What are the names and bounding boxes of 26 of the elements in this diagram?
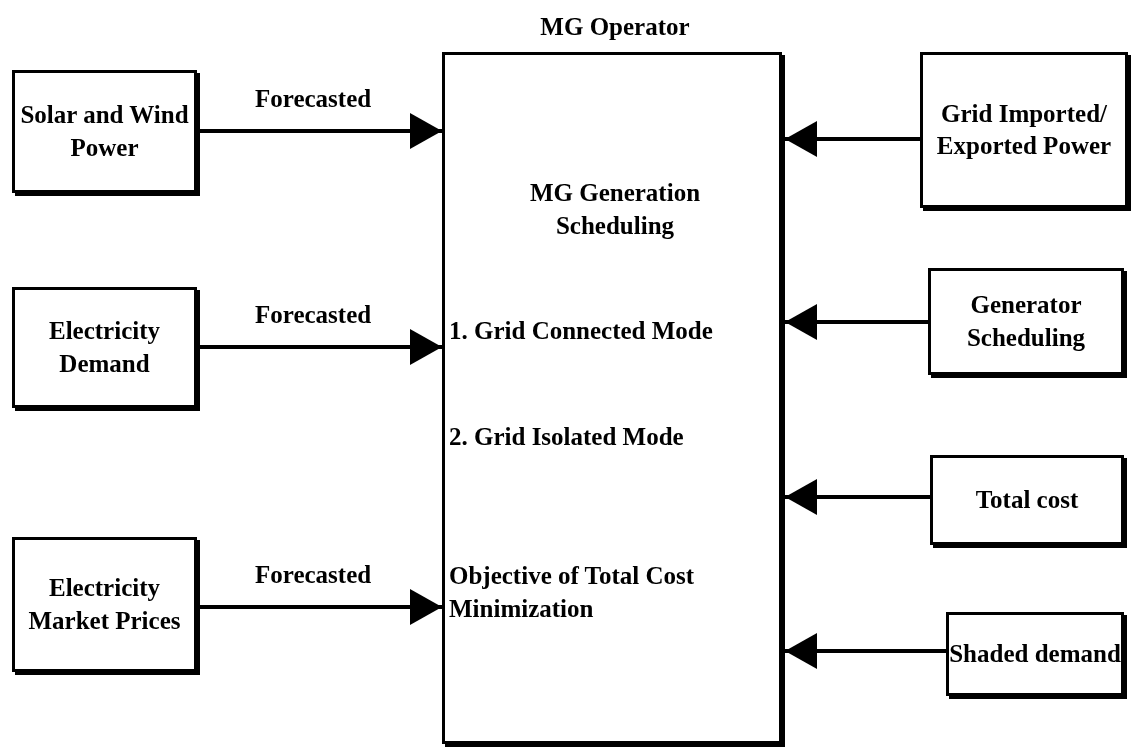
input-box	[12, 537, 197, 672]
arrow	[200, 589, 442, 625]
box-label: Grid Imported/ Exported Power	[935, 98, 1113, 161]
box-label: Electricity Demand	[47, 316, 162, 379]
heading: MG Operator	[539, 12, 691, 42]
box-label: Shaded demand	[949, 638, 1121, 669]
input-box	[12, 70, 197, 193]
arrow	[785, 633, 946, 669]
box-label: Generator Scheduling	[965, 290, 1087, 353]
title-text: MG Generation Scheduling	[528, 178, 702, 241]
input-box	[12, 287, 197, 408]
input-box	[946, 612, 1124, 696]
arrow	[785, 479, 930, 515]
arrow	[200, 113, 442, 149]
arrow	[785, 304, 928, 340]
mode-text: 1. Grid Connected Mode	[449, 316, 714, 346]
box-label: Solar and Wind Power	[19, 100, 190, 163]
arrow	[785, 121, 920, 157]
objective-text: Objective of Total Cost Minimization	[449, 561, 696, 624]
input-box	[930, 455, 1124, 545]
box-label: Electricity Market Prices	[27, 573, 182, 636]
input-box	[928, 268, 1124, 375]
mode-text: 2. Grid Isolated Mode	[449, 422, 685, 452]
arrow	[200, 329, 442, 365]
box-label: Total cost	[975, 484, 1079, 515]
input-box	[920, 52, 1128, 208]
